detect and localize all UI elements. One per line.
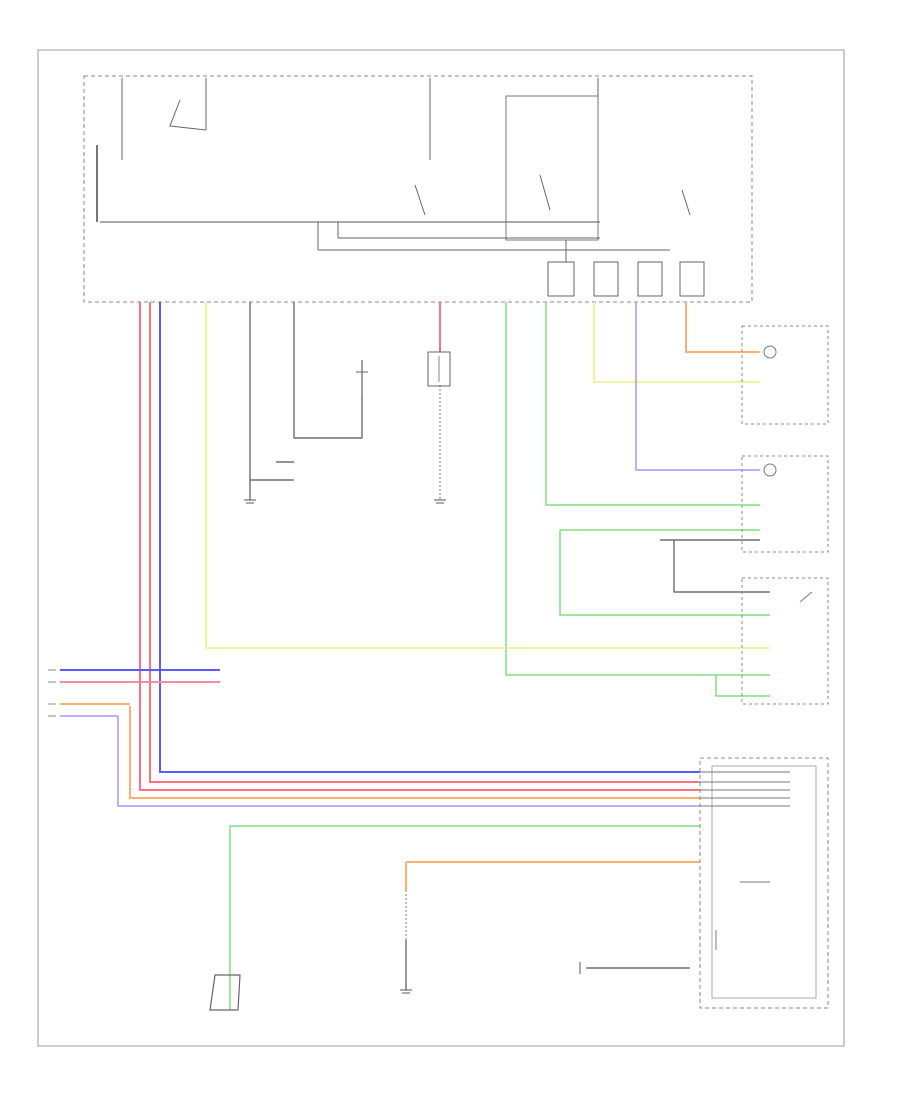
- solenoid: [427, 351, 451, 387]
- right-connectors: [741, 325, 829, 705]
- top-feeds: [121, 78, 691, 262]
- wire-gray-dashed: [405, 385, 441, 940]
- shift-control-module: [699, 757, 829, 1009]
- ground-symbols: [244, 499, 581, 994]
- wire-blue: [60, 302, 700, 773]
- page-frame: [37, 49, 845, 1047]
- module-relays: [547, 261, 705, 297]
- wire-green: [229, 302, 770, 1010]
- wire-violet: [60, 302, 760, 807]
- module-inner-lines: [700, 771, 790, 950]
- wire-yellow: [205, 302, 770, 649]
- wire-red: [139, 302, 700, 791]
- wire-orange: [60, 302, 760, 890]
- shift-control-inner: [711, 765, 817, 999]
- relay-box: [505, 95, 599, 241]
- lamp-icons: [763, 345, 813, 603]
- wire-black: [249, 302, 770, 990]
- mid-switch: [356, 360, 368, 395]
- control-module-box: [83, 75, 753, 303]
- sensor-bracket: [209, 974, 241, 1011]
- left-terminals: [48, 669, 56, 717]
